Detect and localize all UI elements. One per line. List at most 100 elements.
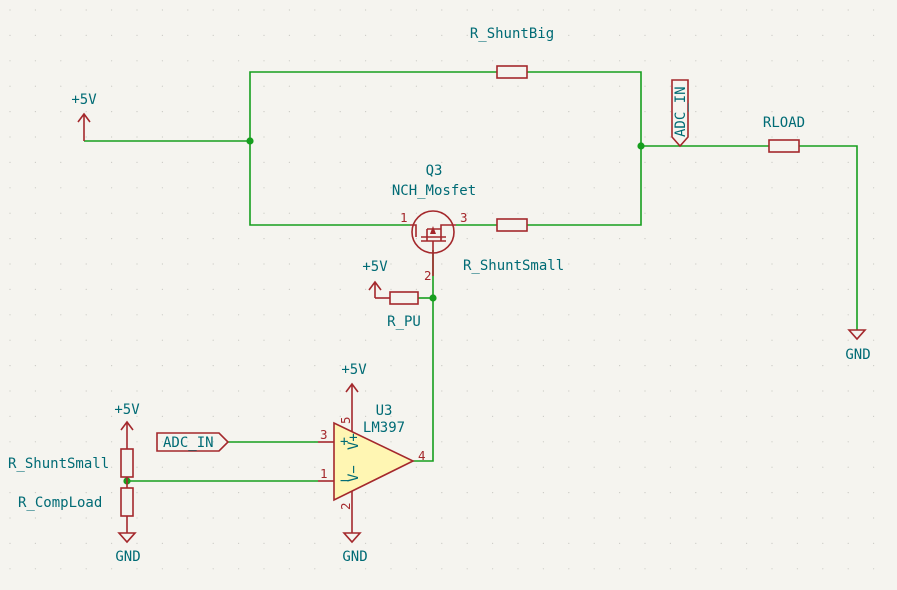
power-5v-pu[interactable]: +5V [362,259,388,298]
grid-dot [695,568,697,570]
mosfet-q3[interactable]: Q3 NCH_Mosfet 1 3 2 [392,163,476,283]
grid-dot [771,568,773,570]
grid-dot [288,568,290,570]
resistor-r-compload[interactable]: R_CompLoad [18,481,134,533]
grid-dot [9,238,11,240]
grid-dot [365,60,367,62]
grid-dot [441,9,443,11]
grid-dot [390,415,392,417]
gnd-load[interactable]: GND [845,329,871,363]
power-5v-divider[interactable]: +5V [114,402,140,431]
grid-dot [822,136,824,138]
grid-dot [288,9,290,11]
grid-dot [365,517,367,519]
grid-dot [695,212,697,214]
grid-dot [796,187,799,189]
resistor-rload[interactable]: RLOAD [763,115,805,153]
grid-dot [85,390,87,392]
grid-dot [212,85,214,87]
net-label-text: ADC_IN [163,435,214,451]
grid-dot [161,365,163,367]
power-5v-left[interactable]: +5V [71,92,97,141]
net-label-adc-in-top[interactable]: ADC_IN [671,79,689,148]
grid-dot [441,85,443,87]
resistor-r-shunt-small-divider[interactable]: R_ShuntSmall [8,423,134,481]
resistor-r-shunt-small[interactable]: R_ShuntSmall [463,218,564,274]
resistor-r-pu[interactable]: R_PU [375,291,421,330]
grid-dot [847,85,849,87]
grid-dot [288,492,290,494]
comparator-vminus-text: V− [346,465,362,482]
grid-dot [771,492,773,494]
grid-dot [542,492,545,494]
junction-source [429,294,437,302]
grid-dot [847,568,849,570]
grid-dot [161,85,163,87]
grid-dot [441,263,443,265]
grid-dot [542,415,545,417]
mosfet-pin-gate: 1 [400,210,408,225]
grid-dot [441,390,443,392]
comparator-u3[interactable]: + − V+ V− 3 1 4 5 2 U3 LM397 [318,397,426,533]
grid-dot [60,365,62,367]
grid-dot [492,60,494,62]
gnd-label: GND [115,549,140,565]
grid-dot [263,111,265,113]
grid-dot [746,466,748,468]
grid-dot [619,263,621,265]
grid-dot [568,441,570,443]
net-label-adc-in-input[interactable]: ADC_IN [156,432,230,452]
grid-dot [60,60,62,62]
grid-dot [136,161,138,163]
grid-dot [720,85,722,87]
grid-dot [568,466,570,468]
gnd-divider[interactable]: GND [115,532,141,565]
grid-dot [441,187,443,189]
grid-dot [619,136,621,138]
grid-dot [136,492,138,494]
grid-dot [314,34,316,37]
grid-dot [365,415,367,417]
power-label: +5V [71,92,97,108]
grid-dot [339,314,341,316]
grid-dot [771,314,773,316]
grid-dot [644,263,646,265]
grid-dot [136,517,138,519]
grid-dot [263,34,265,37]
grid-dot [85,212,87,214]
grid-dot [720,161,722,163]
grid-dot [111,466,113,468]
grid-dot [796,492,799,494]
grid-dot [568,415,570,417]
grid-dot [60,111,62,113]
grid-dot [34,212,37,214]
grid-dot [390,339,392,341]
grid-dot [263,161,265,163]
resistor-r-shunt-big[interactable]: R_ShuntBig [470,26,554,79]
grid-dot [695,542,697,545]
grid-dot [441,365,443,367]
grid-dot [644,187,646,189]
grid-dot [288,339,290,341]
grid-dot [568,111,570,113]
gnd-u3[interactable]: GND [342,532,368,565]
grid-dot [212,466,214,468]
grid-dot [415,466,417,468]
grid-dot [619,9,621,11]
grid-dot [441,314,443,316]
grid-dot [568,9,570,11]
grid-dot [9,365,11,367]
grid-dot [517,466,519,468]
grid-dot [85,517,87,519]
grid-dot [212,238,214,240]
grid-dot [492,568,494,570]
power-5v-u3[interactable]: +5V [341,362,367,397]
grid-dot [847,390,849,392]
grid-dot [822,466,824,468]
grid-dot [746,441,748,443]
grid-dot [34,136,37,138]
grid-dot [873,568,875,570]
grid-dot [847,288,849,290]
grid-dot [111,161,113,163]
grid-dot [85,339,87,341]
